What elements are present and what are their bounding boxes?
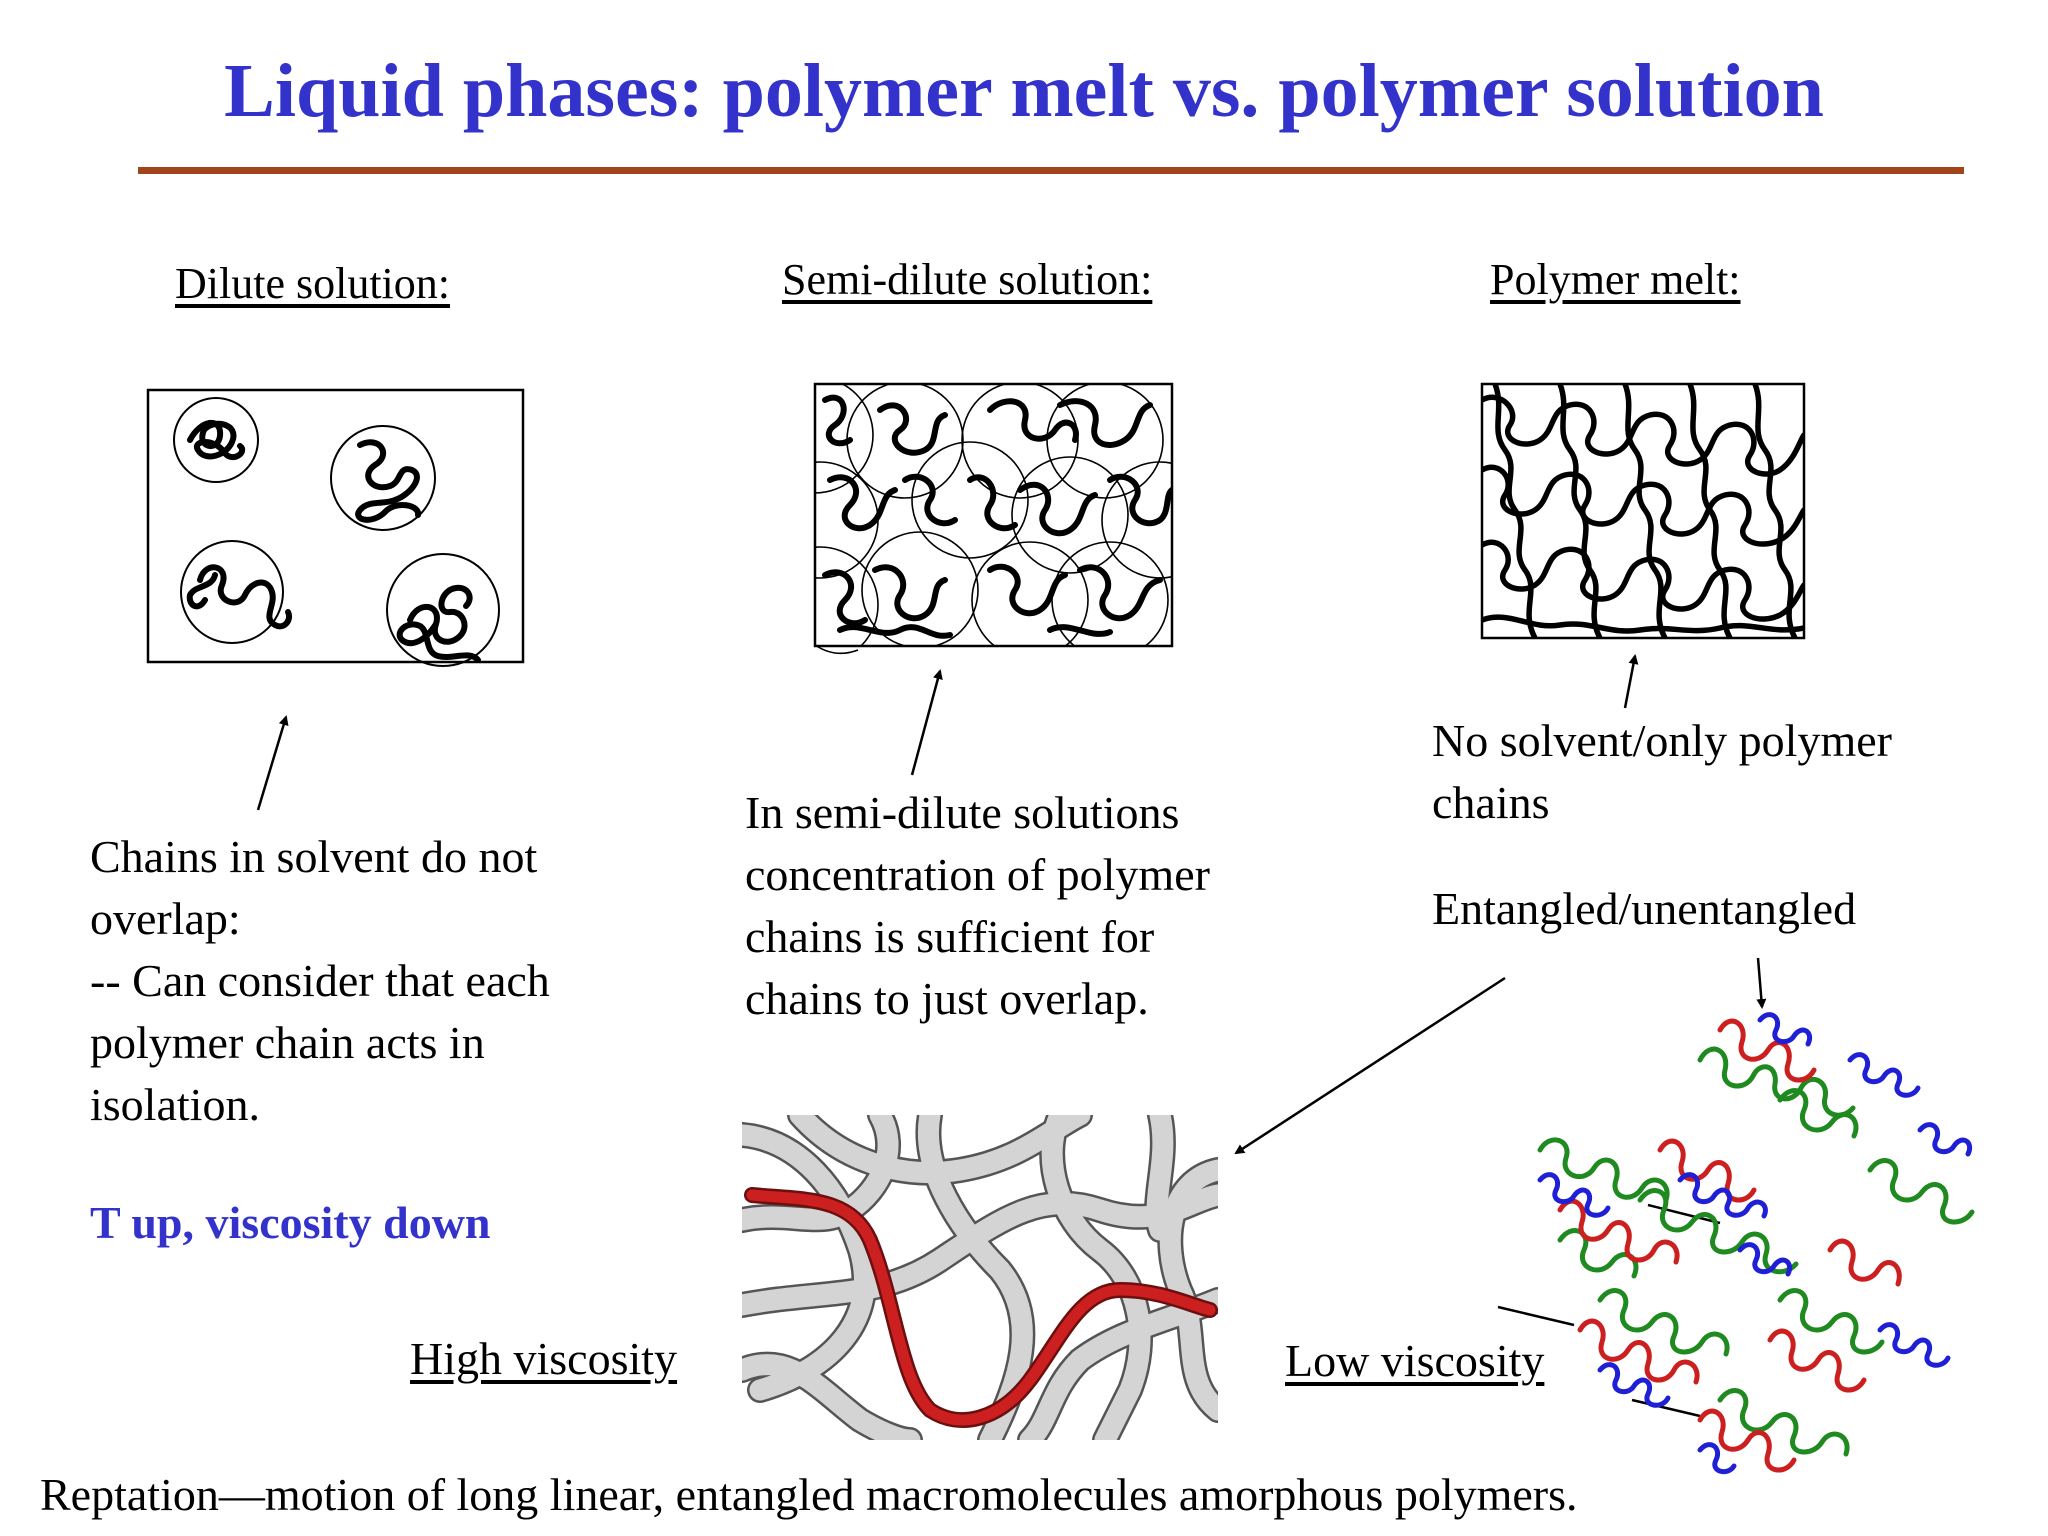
arrow-entangled bbox=[1234, 976, 1506, 1155]
low-viscosity-label: Low viscosity bbox=[1285, 1335, 1545, 1386]
coil-circle bbox=[386, 553, 500, 667]
title-divider bbox=[138, 167, 1964, 174]
melt-line: chains bbox=[1432, 777, 1550, 828]
polymer-melt-diagram bbox=[1480, 382, 1806, 640]
melt-description: No solvent/only polymer chains bbox=[1432, 710, 1992, 834]
entangled-label: Entangled/unentangled bbox=[1432, 883, 1857, 934]
semidilute-line: concentration of polymer bbox=[745, 849, 1210, 900]
semidilute-line: chains to just overlap. bbox=[745, 973, 1149, 1024]
polymer-coil bbox=[396, 584, 481, 663]
semidilute-line: In semi-dilute solutions bbox=[745, 787, 1180, 838]
dilute-line: -- Can consider that each bbox=[90, 955, 550, 1006]
dilute-line: polymer chain acts in bbox=[90, 1017, 485, 1068]
arrow-semidilute bbox=[910, 669, 943, 776]
semidilute-line: chains is sufficient for bbox=[745, 911, 1155, 962]
dilute-box bbox=[146, 388, 525, 664]
arrow-melt bbox=[1623, 654, 1639, 709]
pointer-arrows bbox=[256, 654, 1767, 1418]
high-viscosity-label: High viscosity bbox=[410, 1333, 678, 1384]
dilute-solution-diagram bbox=[146, 388, 525, 667]
dense-chains bbox=[1482, 384, 1804, 638]
reptation-footer: Reptation—motion of long linear, entangl… bbox=[40, 1469, 1578, 1520]
arrow-dilute bbox=[256, 715, 289, 811]
overlapping-chains bbox=[822, 394, 1172, 639]
semidilute-description: In semi-dilute solutions concentration o… bbox=[745, 782, 1305, 1030]
melt-heading: Polymer melt: bbox=[1490, 255, 1741, 304]
reptation-tube-illustration bbox=[742, 1115, 1218, 1440]
dilute-line: isolation. bbox=[90, 1079, 260, 1130]
coil-circle bbox=[173, 397, 259, 483]
semidilute-solution-diagram bbox=[813, 382, 1174, 655]
temperature-note: T up, viscosity down bbox=[90, 1197, 491, 1248]
semidilute-heading: Semi-dilute solution: bbox=[782, 255, 1153, 304]
red-chain bbox=[746, 1189, 1216, 1426]
arrow-low-viscosity bbox=[1756, 957, 1767, 1009]
dilute-line: overlap: bbox=[90, 893, 241, 944]
page-title: Liquid phases: polymer melt vs. polymer … bbox=[224, 49, 1824, 133]
semidilute-box bbox=[813, 382, 1174, 648]
dilute-description: Chains in solvent do not overlap: -- Can… bbox=[90, 826, 650, 1136]
polymer-coil bbox=[355, 439, 421, 523]
colored-chain-tangle bbox=[1537, 1012, 1975, 1475]
coil-circle bbox=[180, 540, 284, 644]
melt-line: No solvent/only polymer bbox=[1432, 715, 1892, 766]
dilute-line: Chains in solvent do not bbox=[90, 831, 538, 882]
coil-circle bbox=[330, 425, 436, 531]
polymer-coil bbox=[187, 419, 245, 460]
dilute-heading: Dilute solution: bbox=[175, 259, 450, 308]
polymer-coil bbox=[186, 564, 292, 630]
